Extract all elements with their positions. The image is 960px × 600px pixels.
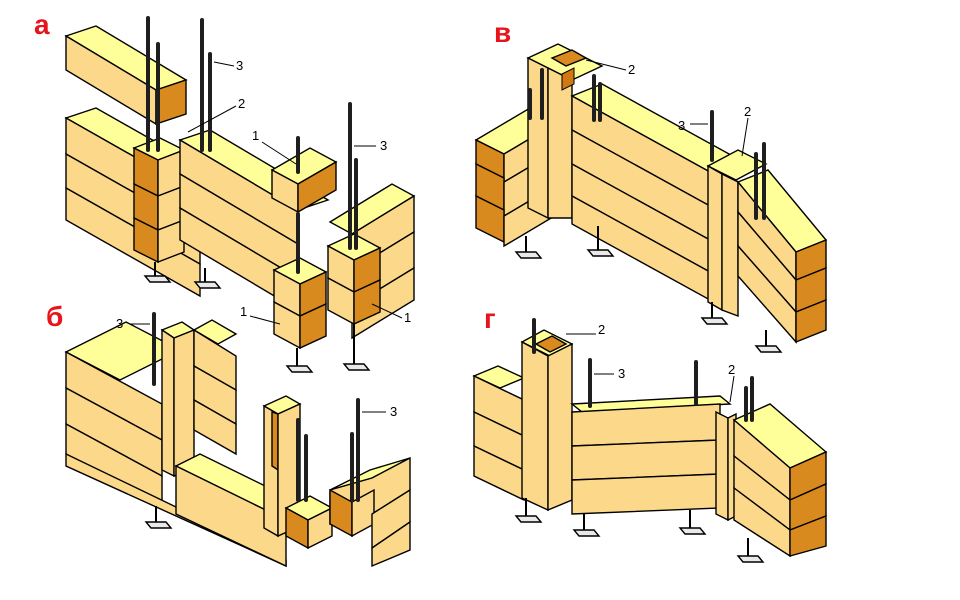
post-2-b <box>262 395 302 538</box>
right-wall-g <box>732 403 828 558</box>
callout-a-1-lower-right: 1 <box>404 310 411 325</box>
post-g <box>715 410 737 522</box>
tall-post-v <box>706 149 768 318</box>
callout-v-3: 3 <box>678 118 685 133</box>
panel-letter-b: б <box>46 301 63 332</box>
corner-post-v <box>526 43 604 220</box>
corner-stack-left-a <box>132 137 186 264</box>
panel-v: в <box>474 17 828 353</box>
panel-letter-a: а <box>34 9 50 40</box>
callout-a-1-upper: 1 <box>252 128 259 143</box>
rear-wall-b <box>192 319 238 456</box>
callout-a-2: 2 <box>238 96 245 111</box>
panel-letter-v: в <box>494 17 511 48</box>
corner-post-g <box>520 329 574 512</box>
upper-floating-log <box>64 25 188 126</box>
callout-a-3-top: 3 <box>236 58 243 73</box>
long-wall-g <box>570 395 732 515</box>
callout-b-3-left: 3 <box>116 316 123 331</box>
callout-v-2-right: 2 <box>744 104 751 119</box>
panel-letter-g: г <box>484 303 496 334</box>
block-1-upper <box>270 147 338 214</box>
tall-post-b <box>160 321 196 478</box>
callout-b-3-right: 3 <box>390 404 397 419</box>
callout-a-3-right: 3 <box>380 138 387 153</box>
callout-a-1-lower-left: 1 <box>240 304 247 319</box>
callout-g-3: 3 <box>618 366 625 381</box>
right-wall-v <box>736 169 828 344</box>
left-wall-v <box>474 107 560 248</box>
panel-b: б <box>46 301 411 568</box>
long-wall-v <box>570 83 742 302</box>
panel-a: а <box>34 9 416 373</box>
left-wall-g <box>472 365 526 502</box>
callout-g-2-right: 2 <box>728 362 735 377</box>
callout-v-2-top: 2 <box>628 62 635 77</box>
panel-g: г <box>472 303 828 563</box>
callout-g-2-left: 2 <box>598 322 605 337</box>
